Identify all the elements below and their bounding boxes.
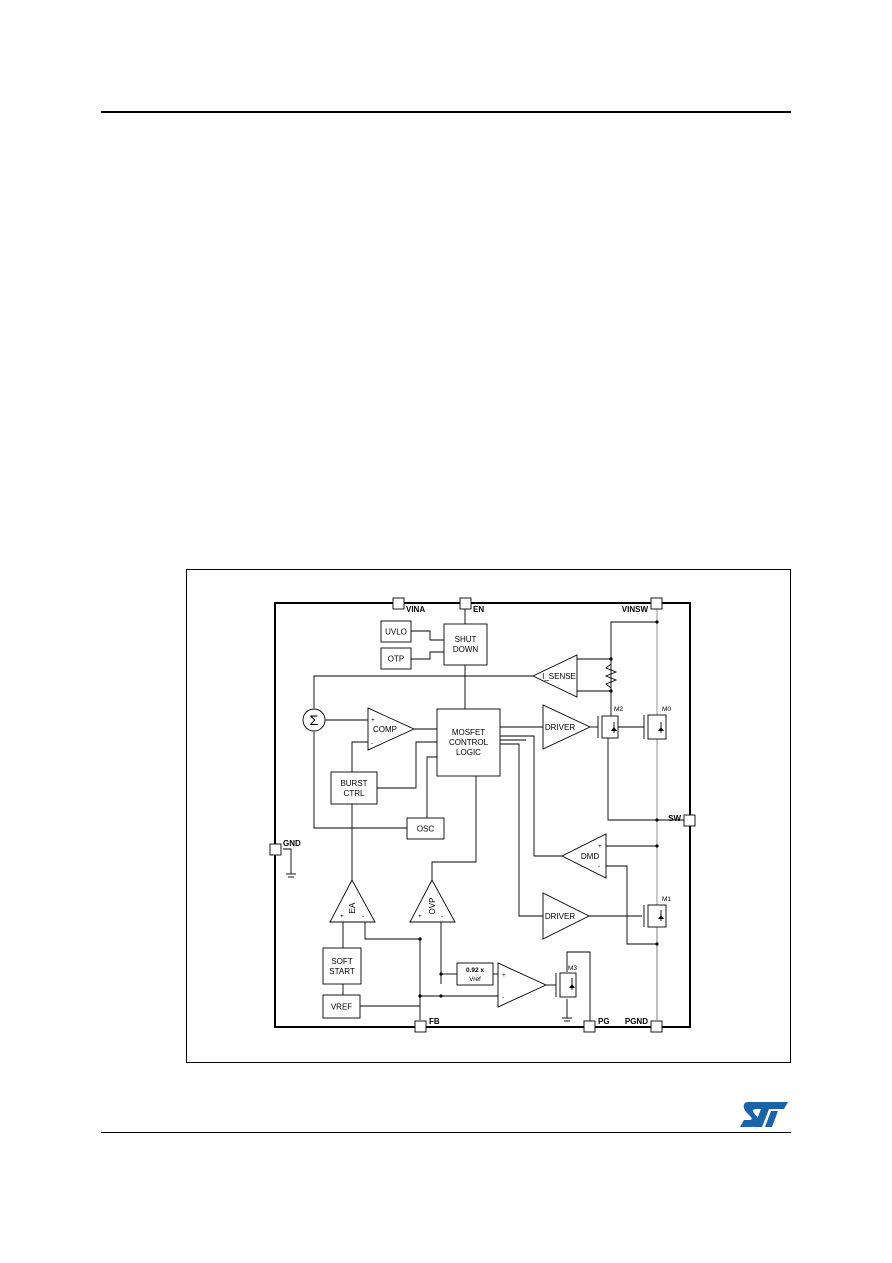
svg-text:VINSW: VINSW [622,605,649,614]
summing-node: Σ [302,708,326,732]
svg-text:+: + [371,717,375,724]
svg-text:SOFT: SOFT [331,957,352,966]
comp-comparator: COMP + - [367,707,416,751]
svg-text:I_SENSE: I_SENSE [542,672,576,681]
pin-pgnd: PGND [625,1017,663,1033]
svg-text:PG: PG [598,1017,610,1026]
svg-text:+: + [598,843,602,850]
svg-text:M0: M0 [662,706,671,713]
svg-text:OSC: OSC [417,825,435,834]
header-rule [101,111,791,113]
figure-frame [186,569,791,1063]
pin-vina: VINA [392,597,425,614]
svg-text:M2: M2 [614,706,623,713]
svg-text:DRIVER: DRIVER [545,723,575,732]
svg-text:DOWN: DOWN [453,645,479,654]
mosfet-control-logic-block: MOSFET CONTROL LOGIC [436,708,501,777]
st-logo [740,1102,788,1127]
svg-text:SW: SW [668,814,681,823]
shutdown-block: SHUT DOWN [443,623,488,666]
svg-text:+: + [502,972,506,979]
svg-text:VREF: VREF [331,1003,352,1012]
ovp-comparator: OVP + - [409,879,456,923]
transistor-m0: M0 [643,706,671,740]
pin-pg: PG [583,1017,610,1033]
driver-bottom: DRIVER [542,892,591,940]
svg-text:-: - [502,994,504,1001]
svg-text:Σ: Σ [310,712,319,728]
burst-ctrl-block: BURST CTRL [330,771,378,805]
svg-text:COMP: COMP [373,725,397,734]
pin-en: EN [459,597,484,614]
svg-text:CONTROL: CONTROL [449,738,489,747]
svg-text:M1: M1 [662,896,671,903]
svg-text:-: - [441,913,443,920]
svg-text:UVLO: UVLO [385,628,407,637]
osc-block: OSC [406,817,445,840]
svg-text:-: - [371,740,373,747]
dmd-comparator: DMD + - [560,833,607,879]
svg-text:VINA: VINA [406,605,425,614]
transistor-m2: M2 [597,706,623,739]
svg-text:M3: M3 [568,965,577,972]
transistor-m3: M3 [555,965,577,998]
svg-text:DRIVER: DRIVER [545,912,575,921]
svg-text:EA: EA [348,902,357,913]
svg-text:MOSFET: MOSFET [452,728,485,737]
svg-text:0.92 x: 0.92 x [466,967,484,974]
sense-resistor [604,663,618,689]
soft-start-block: SOFT START [322,947,362,985]
isense-amplifier: I_SENSE [531,654,578,698]
svg-text:CTRL: CTRL [344,789,365,798]
uvlo-block: UVLO [380,620,412,643]
svg-text:EN: EN [473,605,484,614]
pin-vinsw: VINSW [622,597,663,614]
svg-text:START: START [329,967,355,976]
pin-gnd: GND [269,839,301,856]
transistor-m1: M1 [643,896,671,928]
svg-text:PGND: PGND [625,1017,648,1026]
driver-top: DRIVER [542,704,592,750]
otp-block: OTP [380,647,412,670]
svg-text:+: + [418,913,422,920]
svg-text:FB: FB [429,1017,440,1026]
pg-reference-block: 0.92 x Vref [456,962,494,986]
junction-dots [418,620,659,998]
pg-comparator: + - [497,962,548,1008]
svg-text:OVP: OVP [428,898,437,915]
svg-text:Vref: Vref [469,976,481,983]
svg-text:+: + [340,913,344,920]
svg-text:OTP: OTP [388,655,404,664]
vref-block: VREF [322,994,361,1019]
svg-text:-: - [362,913,364,920]
svg-text:GND: GND [283,839,301,848]
svg-text:-: - [598,863,600,870]
svg-text:LOGIC: LOGIC [456,748,481,757]
svg-text:DMD: DMD [581,852,599,861]
svg-text:SHUT: SHUT [455,635,477,644]
ea-amplifier: EA + - [329,879,376,923]
footer-rule [101,1132,791,1133]
svg-text:BURST: BURST [340,779,367,788]
pin-fb: FB [414,1017,440,1033]
pin-sw: SW [668,814,696,827]
